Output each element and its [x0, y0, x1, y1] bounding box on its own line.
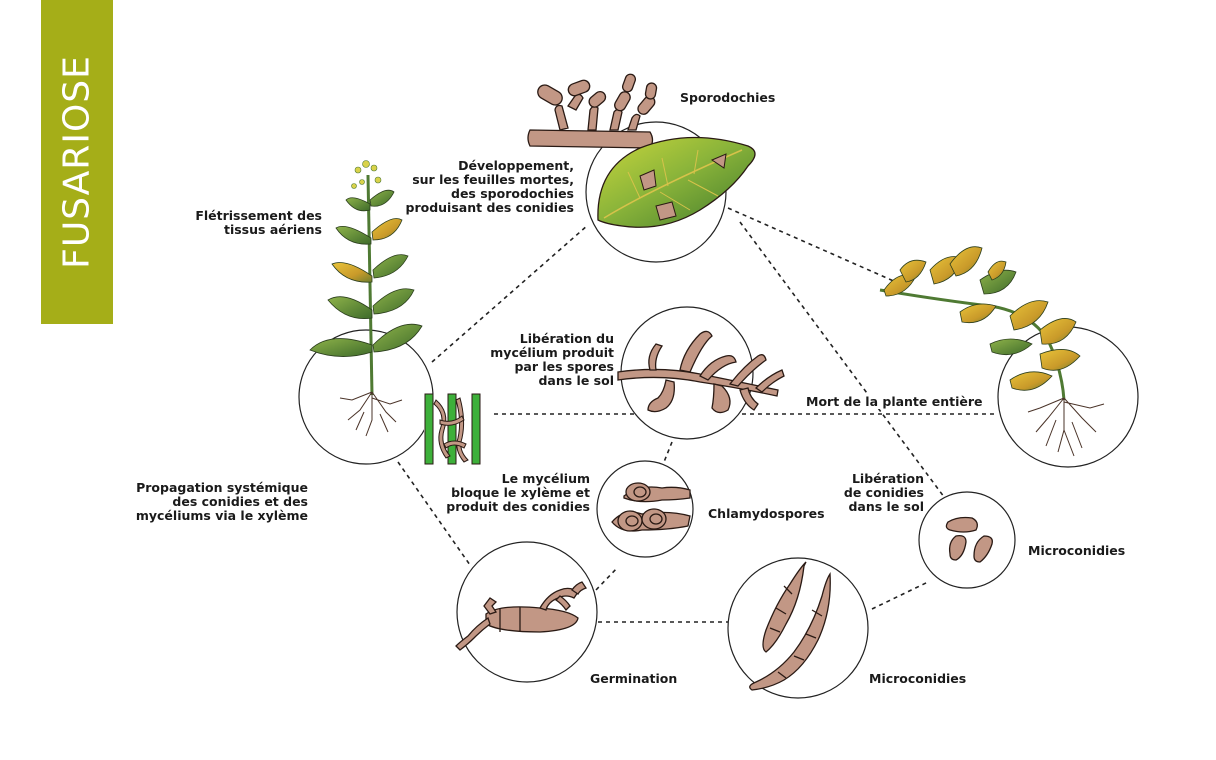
cycle-connectors [397, 207, 998, 623]
circle-conidia [727, 557, 869, 699]
conidia-icon [749, 561, 831, 691]
connector-germination-to-chlamy [595, 566, 619, 591]
label-liberation-conidies: Libération de conidies dans le sol [843, 471, 924, 514]
connector-plant-to-germination [397, 461, 471, 566]
circle-microconidies [918, 491, 1016, 589]
label-microconidies-bottom: Microconidies [869, 671, 967, 686]
connector-leaf-to-release [739, 221, 951, 506]
dead-leaf-icon [597, 136, 756, 228]
label-propagation: Propagation systémique des conidies et d… [135, 480, 308, 523]
connector-leaf-to-dead-plant [727, 207, 906, 287]
title-banner: FUSARIOSE [41, 0, 113, 324]
dead-plant-icon [879, 246, 1105, 457]
label-sporodochies: Sporodochies [680, 90, 776, 105]
label-bloque: Le mycélium bloque le xylème et produit … [446, 471, 590, 514]
chlamydospore-icon [611, 482, 691, 532]
xylem-icon [424, 393, 484, 465]
dead-plant-roots [1027, 397, 1105, 457]
germinating-spore-icon [455, 581, 588, 651]
label-fletrissement: Flétrissement des tissus aériens [195, 208, 322, 237]
label-developpement: Développement, sur les feuilles mortes, … [405, 158, 574, 215]
wilting-plant-icon [309, 160, 423, 437]
label-germination: Germination [590, 671, 678, 686]
label-mort: Mort de la plante entière [802, 395, 987, 409]
sporodochia-icon [527, 73, 658, 149]
label-liberation-mycelium: Libération du mycélium produit par les s… [490, 331, 614, 388]
mycelium-icon [617, 330, 785, 414]
circle-chlamydospores [596, 460, 694, 558]
label-microconidies-right: Microconidies [1028, 543, 1126, 558]
connector-chlamy-to-mycelium [663, 441, 673, 463]
connector-conidia-to-micro [871, 581, 929, 610]
roots [339, 391, 403, 437]
microconidia-icon [945, 516, 993, 563]
connector-plant-to-leaf [431, 224, 589, 363]
label-chlamydospores: Chlamydospores [708, 506, 825, 521]
